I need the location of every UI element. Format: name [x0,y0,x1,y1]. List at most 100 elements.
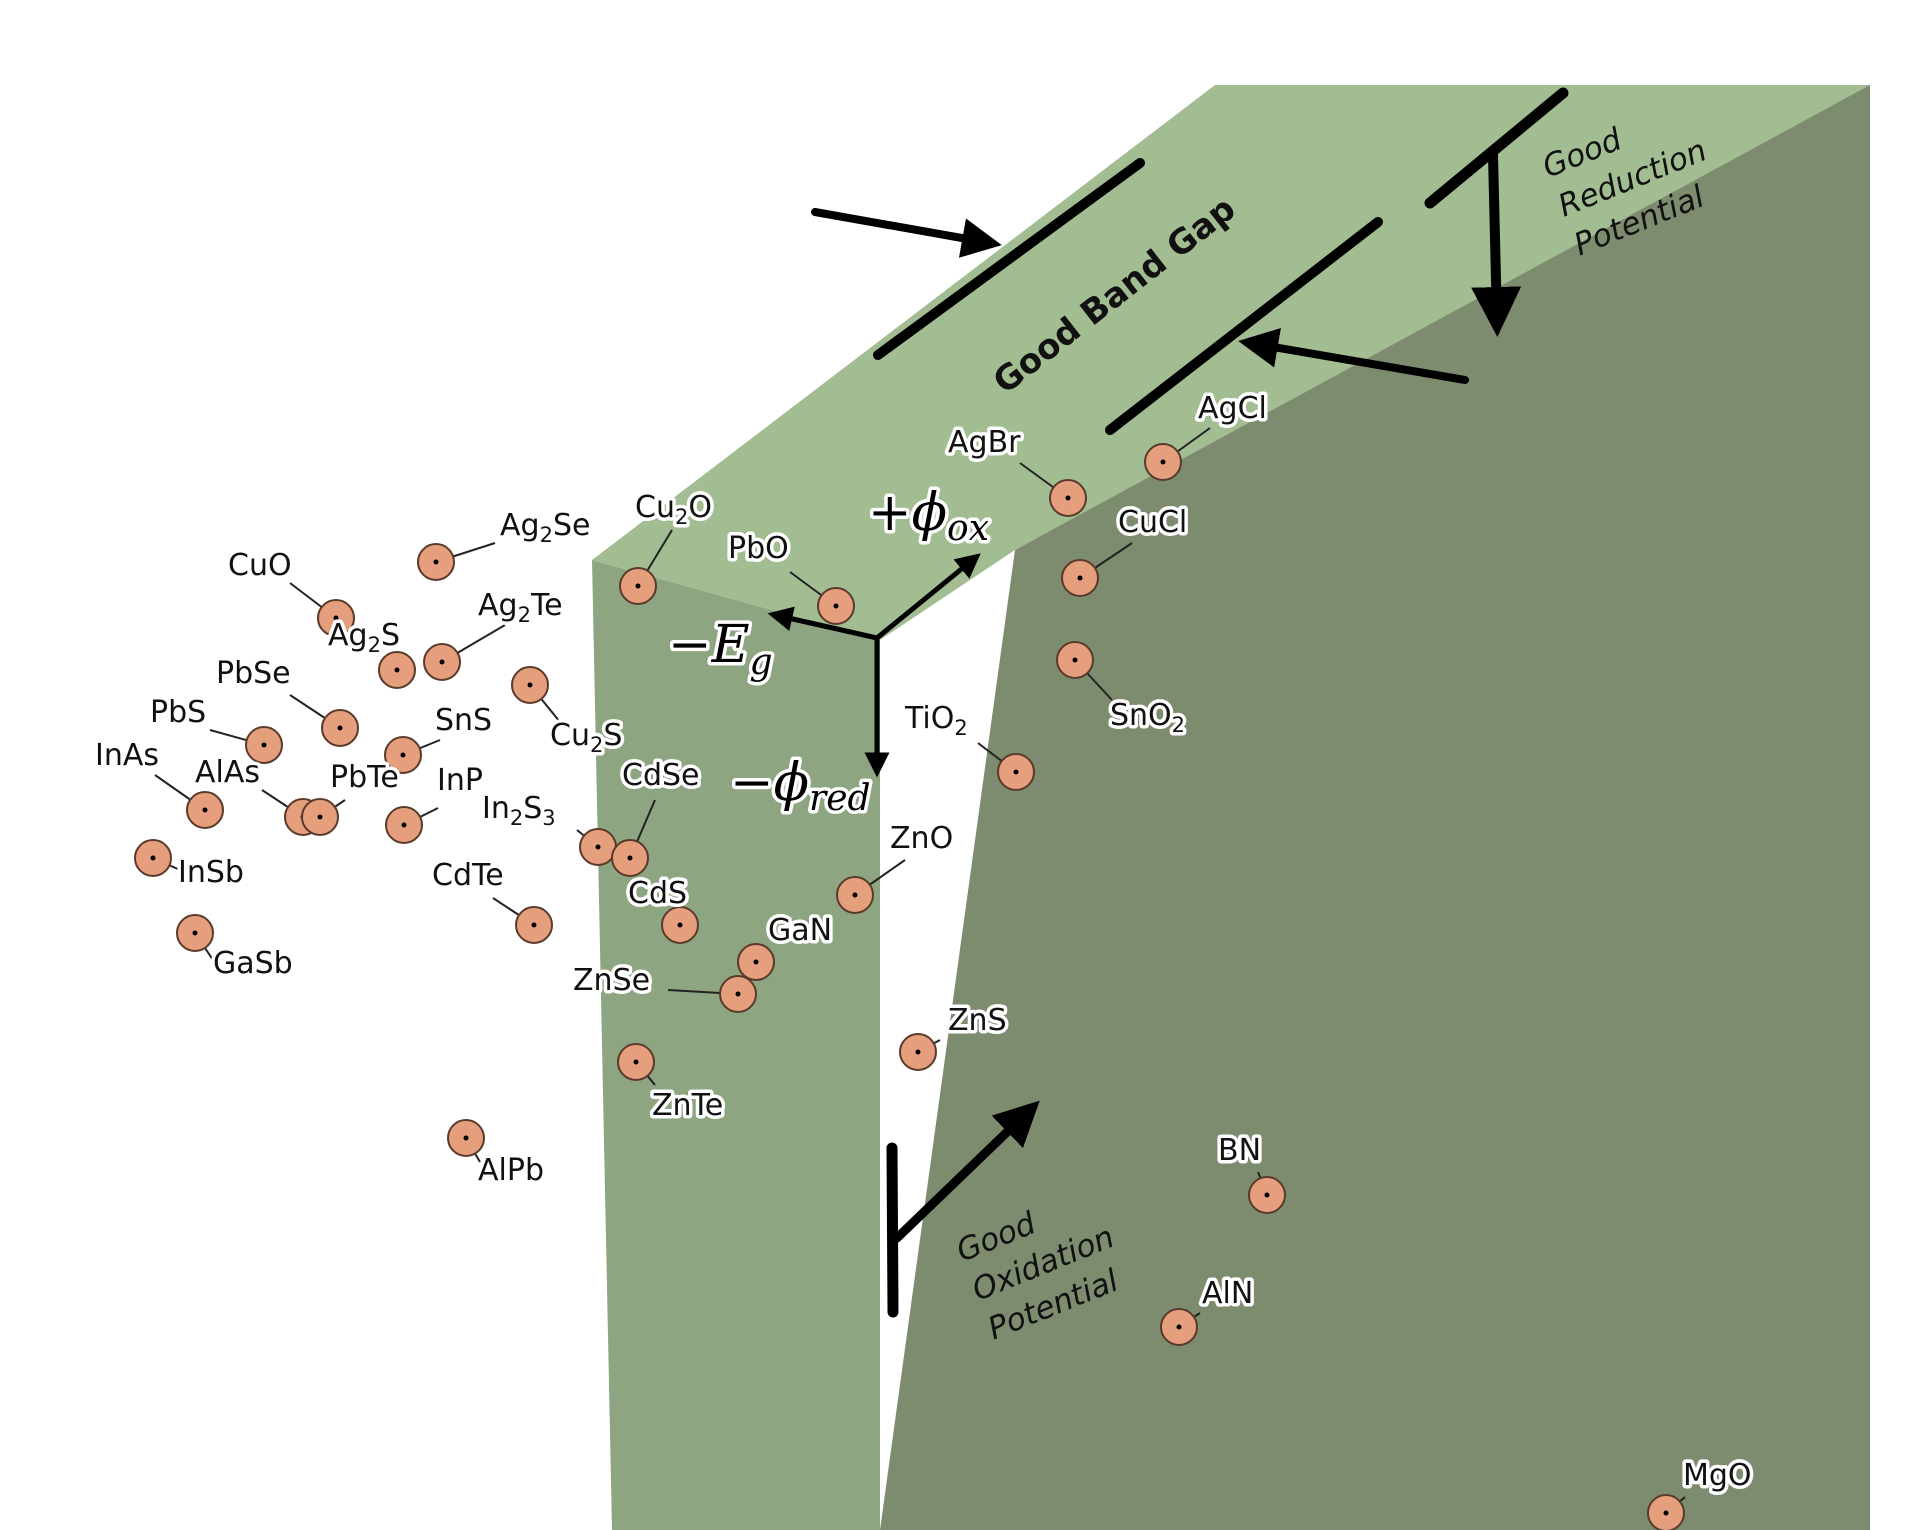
box-right-face [880,85,1870,1530]
material-label: Ag2S [328,618,400,657]
material-point-ag2s: Ag2S [325,615,416,689]
material-label: MgO [1683,1458,1752,1493]
marker-center-dot [202,807,208,813]
material-label: CuO [228,548,292,583]
marker-center-dot [1160,459,1166,465]
material-label: PbSe [216,656,291,691]
marker-center-dot [401,822,407,828]
material-point-gasb: GaSb [176,914,296,985]
marker-center-dot [400,752,406,758]
material-label: PbS [150,695,206,730]
box-top-face [592,85,1870,640]
marker-center-dot [1663,1510,1669,1516]
material-point-mgo: MgO [1647,1455,1755,1530]
marker-center-dot [394,667,400,673]
material-point-tio2: TiO2 [901,698,1035,791]
material-label: PbTe [330,760,399,795]
marker-center-dot [150,855,156,861]
marker-center-dot [753,959,759,965]
axis-label-eg: −Eg [668,615,773,683]
material-point-cuo: CuO [225,545,355,637]
material-point-agbr: AgBr [945,422,1087,517]
marker-center-dot [333,615,339,621]
marker-center-dot [463,1135,469,1141]
material-label: Ag2Te [478,588,563,627]
material-point-bn: BN [1215,1130,1286,1214]
box-front-face [592,560,880,1530]
material-label: InSb [178,855,244,890]
material-label: AgCl [1198,391,1267,426]
material-point-alpb: AlPb [447,1119,548,1192]
material-label: SnO2 [1110,698,1185,737]
marker-center-dot [527,682,533,688]
material-label: ZnO [890,821,953,856]
marker-center-dot [261,742,267,748]
material-point-ag2se: Ag2Se [417,505,594,581]
material-point-pbo: PbO [725,528,855,625]
marker-center-dot [1264,1192,1270,1198]
material-point-in2s3: In2S3 [479,788,617,866]
material-label: BN [1218,1133,1261,1168]
material-point-zns: ZnS [899,1000,1010,1071]
material-label: PbO [728,531,789,566]
material-label: CdSe [622,758,700,793]
material-label: AlN [1202,1276,1253,1311]
material-point-sns: SnS [384,700,496,774]
marker-center-dot [433,559,439,565]
marker-center-dot [531,922,537,928]
material-label: ZnS [948,1003,1007,1038]
material-point-cds: CdS [625,873,699,944]
material-point-insb: InSb [134,839,247,894]
material-label: InP [437,763,483,798]
axis-label-ox: +ϕox [868,483,989,549]
marker-center-dot [633,1059,639,1065]
reduction-indicator [1424,87,1569,337]
material-label: GaSb [213,946,293,981]
material-label: Cu2S [550,718,622,757]
material-point-inas: InAs [92,735,224,829]
material-point-sno2: SnO2 [1056,641,1189,741]
material-point-zno: ZnO [836,818,957,914]
material-label: SnS [435,703,492,738]
material-point-znse: ZnSe [570,960,757,1013]
marker-center-dot [1065,495,1071,501]
material-label: AgBr [948,425,1021,460]
marker-center-dot [833,603,839,609]
material-label: TiO2 [904,701,968,740]
material-point-cu2s: Cu2S [511,666,626,761]
material-label: In2S3 [482,791,556,830]
marker-center-dot [1077,575,1083,581]
material-label: CdS [628,876,687,911]
material-point-cdte: CdTe [429,855,553,944]
material-point-gan: GaN [737,910,836,981]
marker-center-dot [439,659,445,665]
marker-center-dot [1013,769,1019,775]
material-label: AlPb [478,1153,544,1188]
material-label: CuCl [1118,505,1187,540]
material-point-ag2te: Ag2Te [423,585,566,681]
material-label: ZnTe [652,1088,723,1123]
band-gap-indicator [811,158,1469,435]
material-label: CdTe [432,858,504,893]
material-point-pbs: PbS [147,692,283,764]
marker-center-dot [852,892,858,898]
marker-center-dot [595,844,601,850]
material-point-pbse: PbSe [213,653,359,747]
marker-center-dot [317,814,323,820]
marker-center-dot [635,583,641,589]
material-point-cucl: CuCl [1061,502,1191,597]
axis-triad [767,553,981,778]
marker-center-dot [192,930,198,936]
material-point-aln: AlN [1160,1273,1257,1346]
material-point-znte: ZnTe [617,1043,727,1127]
oxidation-indicator [886,1100,1040,1318]
marker-center-dot [337,725,343,731]
material-point-cu2o: Cu2O [619,487,715,605]
material-point-inp: InP [385,760,486,844]
marker-center-dot [1176,1324,1182,1330]
marker-center-dot [627,855,633,861]
material-label: Cu2O [635,490,712,529]
material-label: AlAs [195,755,260,790]
